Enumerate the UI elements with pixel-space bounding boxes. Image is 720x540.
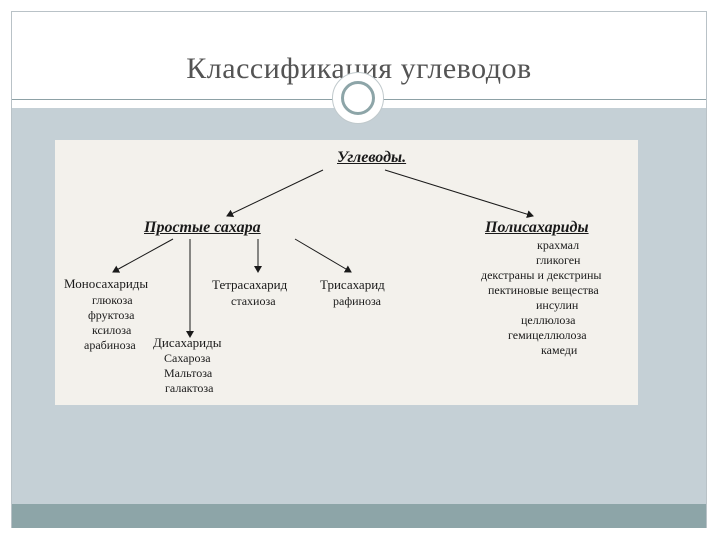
poly-item: камеди: [541, 343, 578, 357]
poly-item: инсулин: [536, 298, 579, 312]
circle-ornament-inner: [341, 81, 375, 115]
classification-diagram: Углеводы. Простые сахара Полисахариды Мо…: [55, 140, 638, 405]
polysaccharides-label: Полисахариды: [485, 219, 589, 236]
poly-item: целлюлоза: [521, 313, 576, 327]
mono-item: ксилоза: [92, 323, 132, 337]
di-item: галактоза: [165, 381, 214, 395]
simple-sugars-label: Простые сахара: [144, 219, 261, 236]
di-label: Дисахариды: [153, 335, 222, 350]
mono-item: глюкоза: [92, 293, 133, 307]
arrow-simple-to-tri: [294, 238, 352, 273]
tetra-item: стахиоза: [231, 294, 276, 308]
tetra-label: Тетрасахарид: [212, 277, 288, 292]
arrow-root-to-simple: [226, 169, 324, 218]
mono-label: Моносахариды: [64, 276, 149, 291]
diagram-arrows: [112, 169, 534, 338]
poly-item: декстраны и декстрины: [481, 268, 602, 282]
mono-item: арабиноза: [84, 338, 136, 352]
tri-item: рафиноза: [333, 294, 382, 308]
di-item: Мальтоза: [164, 366, 213, 380]
poly-item: гемицеллюлоза: [508, 328, 587, 342]
arrow-root-to-poly: [384, 169, 534, 219]
mono-item: фруктоза: [88, 308, 135, 322]
bottom-bar: [12, 504, 706, 528]
poly-item: гликоген: [536, 253, 581, 267]
poly-item: пектиновые вещества: [488, 283, 599, 297]
poly-item: крахмал: [537, 238, 580, 252]
root-label: Углеводы.: [337, 149, 407, 166]
arrow-simple-to-mono: [112, 238, 174, 273]
circle-ornament-icon: [332, 72, 384, 124]
tri-label: Трисахарид: [320, 277, 385, 292]
di-item: Сахароза: [164, 351, 211, 365]
